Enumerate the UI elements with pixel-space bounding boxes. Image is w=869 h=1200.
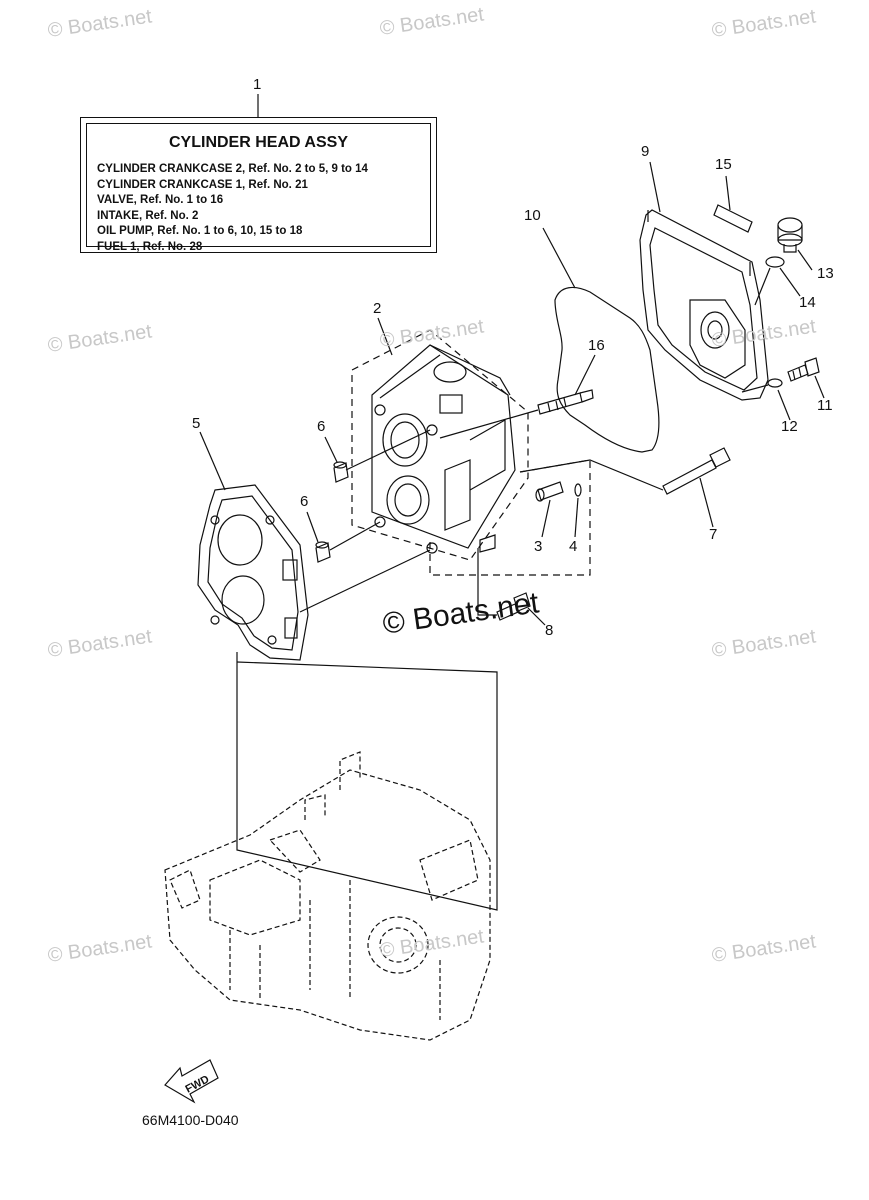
- leader-16: [574, 354, 596, 396]
- info-line: FUEL 1, Ref. No. 28: [97, 240, 203, 253]
- leader-11: [814, 375, 825, 399]
- pin-line-lower: [329, 521, 381, 551]
- washer-line: [741, 384, 769, 393]
- dowel-pin-upper[interactable]: [333, 461, 349, 483]
- leader-9: [649, 161, 661, 213]
- callout-6-lower[interactable]: 6: [300, 493, 309, 510]
- callout-15[interactable]: 15: [715, 156, 732, 173]
- bolt-line: [519, 459, 664, 491]
- pin-line-upper: [345, 429, 431, 471]
- gasket-line-1: [299, 549, 431, 613]
- oil-filler-cap[interactable]: [777, 217, 803, 253]
- callout-14[interactable]: 14: [799, 294, 816, 311]
- leader-13: [797, 249, 813, 271]
- sensor-o-ring[interactable]: [574, 483, 582, 497]
- leader-7: [699, 477, 714, 528]
- leader-14: [779, 267, 801, 297]
- callout-7[interactable]: 7: [709, 526, 718, 543]
- info-line: CYLINDER CRANKCASE 1, Ref. No. 21: [97, 178, 308, 191]
- bolt-8-line: [477, 548, 497, 616]
- flange-bolt[interactable]: [496, 592, 531, 621]
- callout-16[interactable]: 16: [588, 337, 605, 354]
- callout-2[interactable]: 2: [373, 300, 382, 317]
- callout-4[interactable]: 4: [569, 538, 578, 555]
- leader-15: [725, 175, 731, 211]
- head-gasket[interactable]: [197, 484, 309, 661]
- callout-13[interactable]: 13: [817, 265, 834, 282]
- leader-3: [541, 499, 551, 538]
- thermostat-sensor[interactable]: [535, 481, 564, 502]
- crankcase-link: [236, 661, 498, 911]
- spark-plug[interactable]: [537, 389, 594, 415]
- cover-bolt[interactable]: [787, 357, 820, 382]
- leader-12: [777, 389, 791, 421]
- crankcase: [164, 751, 491, 1041]
- sensor-boundary: [429, 459, 591, 576]
- info-line: VALVE, Ref. No. 1 to 16: [97, 194, 224, 206]
- callout-9[interactable]: 9: [641, 143, 650, 160]
- callout-1[interactable]: 1: [253, 76, 262, 93]
- callout-3[interactable]: 3: [534, 538, 543, 555]
- cylinder-head[interactable]: [371, 344, 516, 554]
- plug-line: [439, 409, 539, 439]
- info-box-inner: CYLINDER HEAD ASSY CYLINDER CRANKCASE 2,…: [86, 123, 431, 253]
- leader-8: [527, 607, 546, 626]
- leader-5: [199, 431, 226, 491]
- diagram-code: 66M4100-D040: [142, 1112, 239, 1128]
- cover-gasket[interactable]: [554, 286, 660, 453]
- info-box-lines: CYLINDER CRANKCASE 2, Ref. No. 2 to 5, 9…: [97, 162, 368, 255]
- callout-5[interactable]: 5: [192, 415, 201, 432]
- dowel-pin-lower[interactable]: [315, 541, 331, 563]
- leader-10: [542, 227, 576, 289]
- info-box: CYLINDER HEAD ASSY CYLINDER CRANKCASE 2,…: [80, 117, 437, 253]
- leader-6-upper: [324, 436, 338, 463]
- o-ring[interactable]: [765, 256, 785, 268]
- callout-6-upper[interactable]: 6: [317, 418, 326, 435]
- long-bolt[interactable]: [662, 447, 731, 495]
- leader-6-lower: [306, 511, 319, 543]
- fwd-arrow-icon: [164, 1059, 219, 1104]
- info-line: OIL PUMP, Ref. No. 1 to 6, 10, 15 to 18: [97, 225, 303, 237]
- washer[interactable]: [767, 378, 783, 388]
- callout-10[interactable]: 10: [524, 207, 541, 224]
- info-box-title: CYLINDER HEAD ASSY: [169, 134, 348, 151]
- callout-11[interactable]: 11: [817, 397, 833, 414]
- info-line: CYLINDER CRANKCASE 2, Ref. No. 2 to 5, 9…: [97, 163, 368, 175]
- callout-12[interactable]: 12: [781, 418, 798, 435]
- info-line: INTAKE, Ref. No. 2: [97, 209, 199, 222]
- label-plate[interactable]: [713, 204, 753, 233]
- callout-8[interactable]: 8: [545, 622, 554, 639]
- cap-line: [754, 267, 771, 306]
- head-cover[interactable]: [639, 209, 769, 401]
- cylinder-head-boundary: [351, 329, 529, 561]
- leader-2: [377, 317, 393, 356]
- leader-4: [574, 497, 579, 538]
